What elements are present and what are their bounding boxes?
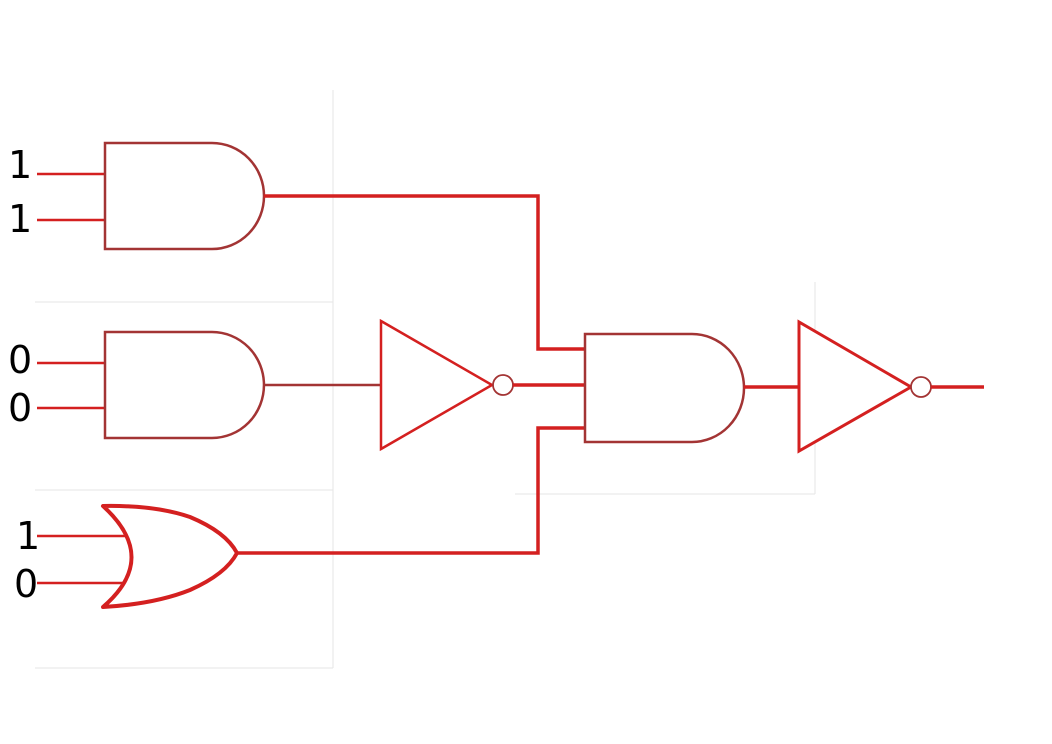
input-label-g1-b: 1 — [8, 197, 32, 241]
not-gate-2-triangle — [797, 319, 915, 454]
not-gate-2 — [797, 319, 932, 454]
and-gate-3 — [583, 332, 746, 444]
wire-and1-to-and3 — [264, 194, 585, 351]
not-gate-1 — [379, 318, 514, 452]
or-gate-1-body — [101, 503, 239, 609]
not-gate-1-triangle — [379, 318, 495, 452]
and-gate-2-body — [103, 330, 266, 440]
and-gate-3-body — [583, 332, 746, 444]
and-gate-1 — [37, 141, 266, 251]
or-gate-1 — [37, 503, 239, 609]
input-label-g3-a: 1 — [16, 514, 40, 558]
not-gate-1-bubble — [492, 374, 514, 396]
input-label-g1-a: 1 — [8, 143, 32, 187]
and-gate-2 — [37, 330, 266, 440]
wire-or1-to-and3 — [237, 426, 585, 555]
input-label-g2-b: 0 — [8, 386, 32, 430]
and-gate-1-body — [103, 141, 266, 251]
not-gate-2-bubble — [910, 376, 932, 398]
input-label-g2-a: 0 — [8, 338, 32, 382]
input-label-g3-b: 0 — [14, 562, 38, 606]
